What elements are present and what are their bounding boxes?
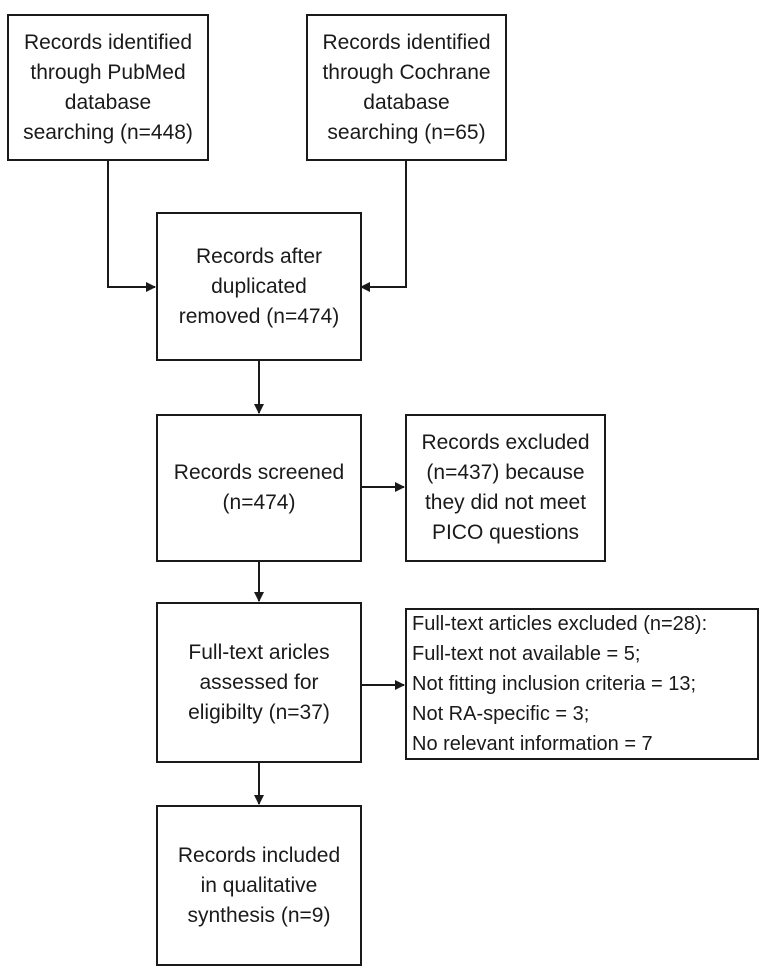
box-text-line: database [363, 90, 450, 114]
box-text-line: database [64, 90, 152, 114]
box-text-line: Records after [195, 244, 323, 268]
box-text-line: PICO questions [431, 521, 580, 544]
box-text-line: searching (n=448) [23, 120, 193, 144]
box-text-line: assessed for [199, 670, 319, 694]
box-text-line: in qualitative [200, 873, 318, 897]
arrow-cochrane-to-dedup [360, 160, 407, 292]
box-text-line: Records identified [23, 30, 193, 54]
records-included-box: Records included in qualitative synthesi… [156, 805, 362, 966]
pubmed-records-box: Records identified through PubMed databa… [7, 14, 209, 161]
fulltext-excluded-box: Full-text articles excluded (n=28): Full… [405, 608, 759, 760]
after-duplicates-box: Records after duplicated removed (n=474) [156, 212, 362, 361]
arrow-pubmed-to-dedup [107, 160, 156, 292]
box-text-line: Not fitting inclusion criteria = 13; [412, 673, 697, 695]
box-text-line: (n=474) [222, 491, 296, 514]
box-text-line: Full-text aricles [188, 640, 330, 664]
box-text-line: Records excluded [421, 431, 590, 454]
box-text-line: duplicated [211, 274, 307, 298]
box-text-line: eligibilty (n=37) [188, 700, 330, 724]
box-text-line: Records screened [173, 461, 345, 484]
box-text-line: searching (n=65) [327, 120, 486, 144]
box-text-line: Not RA-specific = 3; [412, 703, 590, 725]
records-screened-box: Records screened (n=474) [156, 414, 362, 562]
records-excluded-box: Records excluded (n=437) because they di… [405, 414, 606, 562]
box-text-line: through PubMed [30, 60, 186, 84]
box-text-line: removed (n=474) [178, 304, 340, 328]
box-text-line: No relevant information = 7 [412, 733, 653, 755]
cochrane-records-box: Records identified through Cochrane data… [306, 14, 507, 161]
box-text-line: Records identified [322, 30, 491, 54]
box-text-line: Full-text not available = 5; [412, 643, 641, 665]
fulltext-assessed-box: Full-text aricles assessed for eligibilt… [156, 602, 362, 763]
box-text-line: through Cochrane [322, 60, 491, 84]
box-text-line: Records included [177, 843, 341, 867]
box-text-line: synthesis (n=9) [187, 903, 331, 927]
box-text-line: Full-text articles excluded (n=28): [412, 613, 708, 635]
box-text-line: (n=437) because [426, 461, 585, 484]
box-text-line: they did not meet [424, 491, 587, 514]
